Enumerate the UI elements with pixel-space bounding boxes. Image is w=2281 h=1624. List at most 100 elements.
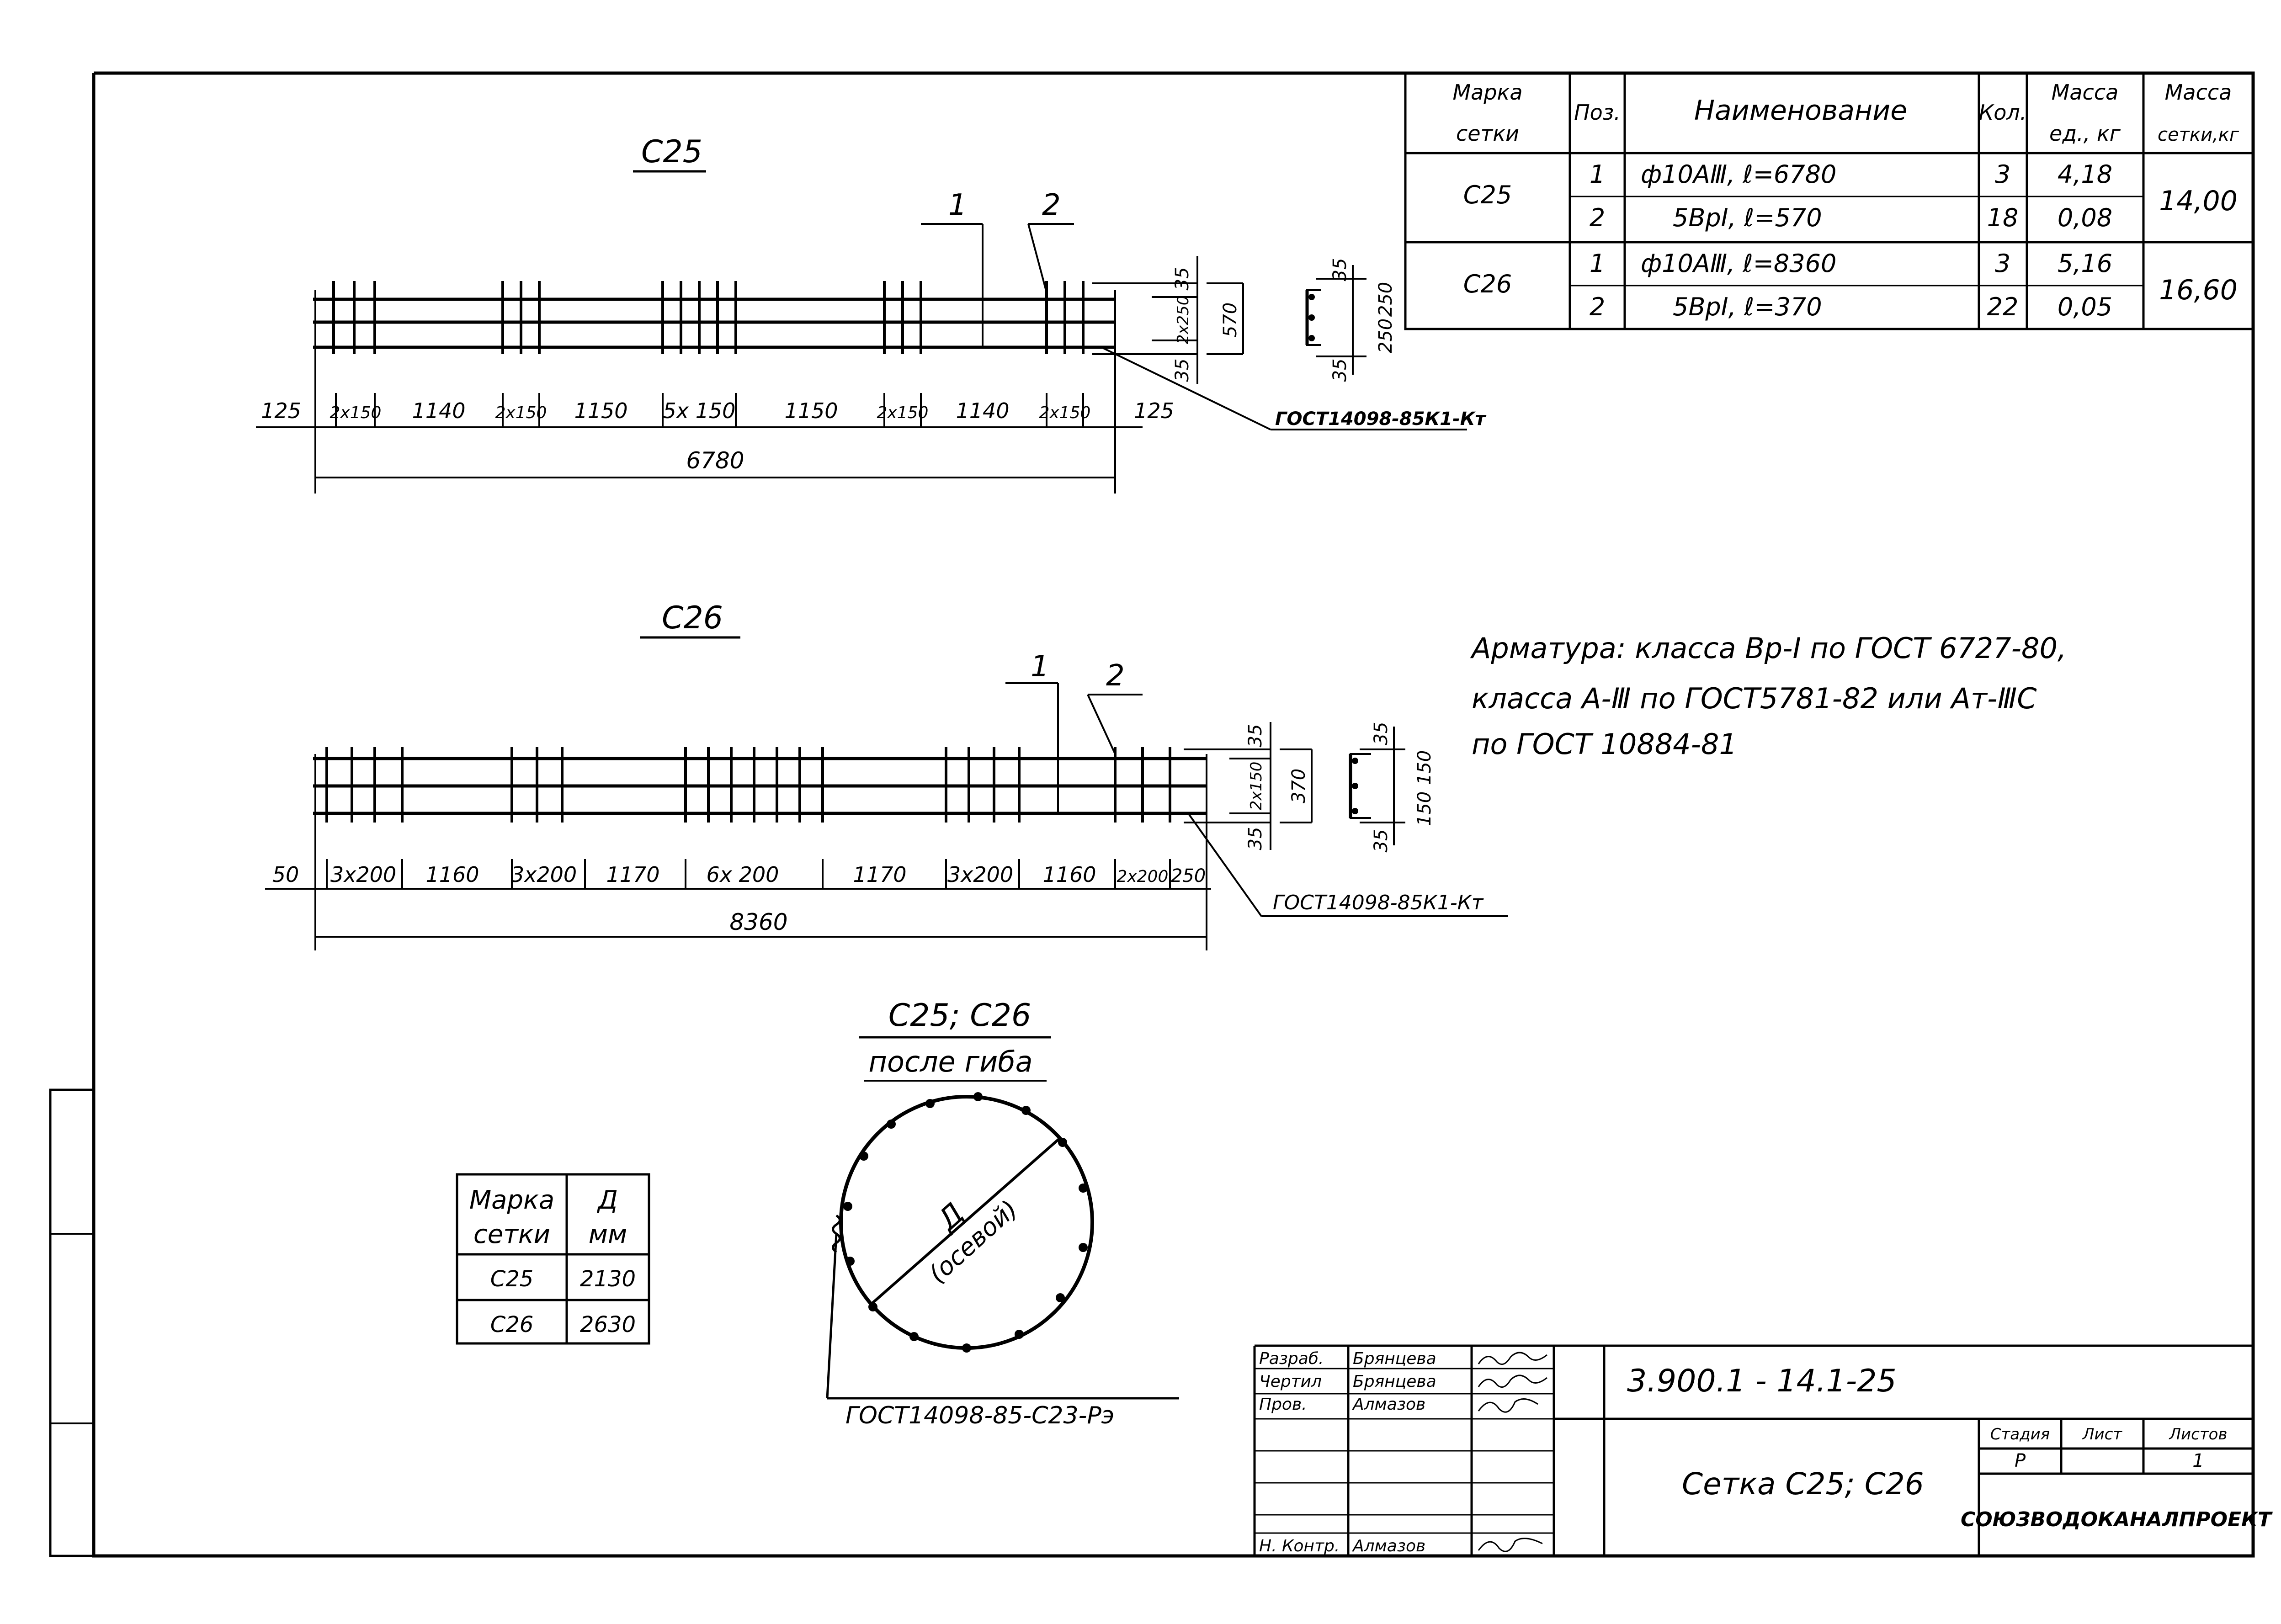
c26-section-dim: 35 — [1371, 829, 1392, 853]
diam-table-head-mark-1: Марка — [469, 1185, 554, 1215]
c26-dim: 6х 200 — [707, 862, 779, 887]
spec-table: Марка сетки Поз. Наименование Кол. Масса… — [1404, 72, 2254, 330]
tb-role: Чертил — [1259, 1372, 1322, 1391]
spec-unit-mass: 4,18 — [2058, 160, 2112, 189]
spec-pos: 1 — [1590, 249, 1605, 278]
c26-dim: 3х200 — [947, 862, 1013, 887]
tb-sheet-label: Лист — [2082, 1425, 2122, 1444]
spec-name: 5ВрI, ℓ=370 — [1673, 292, 1822, 321]
c25-mesh-view: С25 — [256, 134, 1487, 494]
spec-mark-c26: С26 — [1463, 270, 1512, 298]
c25-vdim: 35 — [1172, 359, 1193, 382]
diam-table-mark: С25 — [490, 1266, 534, 1292]
spec-header-name: Наименование — [1694, 95, 1907, 127]
spec-header-mesh-mass-2: сетки,кг — [2158, 124, 2239, 145]
c25-vdim: 2х250 — [1174, 296, 1192, 345]
spec-name: ф10АⅢ, ℓ=8360 — [1641, 249, 1836, 278]
diameter-table: Марка сетки Д мм С25 2130 С26 2630 — [456, 1173, 650, 1345]
note-line: по ГОСТ 10884-81 — [1472, 727, 1737, 761]
spec-pos: 2 — [1590, 292, 1605, 321]
c25-vdim: 570 — [1220, 303, 1241, 337]
spec-header-pos: Поз. — [1574, 100, 1621, 125]
spec-header-mark-1: Марка — [1452, 80, 1522, 105]
c25-title: С25 — [641, 134, 702, 170]
spec-mesh-mass-c26: 16,60 — [2159, 274, 2238, 306]
c26-section-dim: 150 — [1414, 791, 1435, 826]
spec-qty: 3 — [1995, 160, 2010, 189]
tb-name: Алмазов — [1352, 1537, 1425, 1555]
spec-qty: 22 — [1987, 292, 2019, 321]
c26-section-dim: 35 — [1371, 722, 1392, 745]
c26-title: С26 — [662, 600, 723, 636]
tb-role: Н. Контр. — [1259, 1537, 1340, 1555]
c26-dim: 3х200 — [511, 862, 577, 887]
c26-total: 8360 — [729, 909, 787, 935]
c25-section-dim: 250 — [1375, 282, 1396, 317]
c25-dim: 2х150 — [330, 403, 382, 422]
spec-header-mark-2: сетки — [1456, 121, 1519, 146]
c26-dim: 1160 — [1042, 862, 1096, 887]
signature-marks — [1478, 1352, 1547, 1552]
bent-mesh-view: С25; С26 после гиба ГОСТ1 — [826, 998, 1179, 1429]
c25-leader-2: 2 — [1042, 188, 1061, 222]
c25-dim: 1150 — [574, 398, 627, 423]
c25-dim: 125 — [1134, 398, 1174, 423]
bent-subtitle: после гиба — [868, 1045, 1032, 1078]
diam-table-mark: С26 — [490, 1312, 534, 1337]
c25-section-dim: 250 — [1375, 318, 1396, 353]
c25-dim: 1150 — [784, 398, 838, 423]
spec-unit-mass: 0,08 — [2058, 203, 2112, 232]
tb-name: Алмазов — [1352, 1395, 1425, 1414]
spec-header-unit-mass-2: ед., кг — [2049, 121, 2121, 146]
c25-total: 6780 — [686, 447, 744, 474]
diam-table-value: 2630 — [580, 1312, 636, 1337]
c26-mesh-view: С26 — [265, 600, 1508, 950]
spec-name: 5ВрI, ℓ=570 — [1673, 203, 1822, 232]
c26-dim: 1160 — [425, 862, 479, 887]
tb-stage: Р — [2015, 1450, 2026, 1471]
tb-sheets: 1 — [2192, 1450, 2204, 1471]
c26-leader-2: 2 — [1106, 659, 1125, 693]
bent-weld-note: ГОСТ14098-85-С23-Рэ — [845, 1402, 1114, 1429]
tb-drawing-name: Сетка С25; С26 — [1682, 1466, 1924, 1502]
c25-leader-1: 1 — [948, 188, 967, 222]
tb-stage-label: Стадия — [1990, 1425, 2050, 1444]
tb-org: СОЮЗВОДОКАНАЛПРОЕКТ — [1961, 1508, 2273, 1531]
reinforcement-notes: Арматура: класса Вр-I по ГОСТ 6727-80, к… — [1470, 632, 2067, 761]
c26-dim: 3х200 — [330, 862, 396, 887]
bent-title: С25; С26 — [888, 998, 1032, 1034]
tb-code: 3.900.1 - 14.1-25 — [1627, 1363, 1897, 1399]
title-block: Разраб. Чертил Пров. Н. Контр. Брянцева … — [1253, 1344, 2273, 1556]
c25-dim: 1140 — [956, 398, 1009, 423]
c25-dim: 125 — [261, 398, 301, 423]
c25-dim: 2х150 — [877, 403, 929, 422]
spec-pos: 1 — [1590, 160, 1605, 189]
c26-vdim: 370 — [1288, 769, 1309, 803]
spec-mesh-mass-c25: 14,00 — [2159, 185, 2238, 217]
c26-section-dim: 150 — [1414, 750, 1435, 785]
spec-mark-c25: С25 — [1463, 180, 1512, 209]
c26-dim: 1170 — [606, 862, 659, 887]
tb-role: Разраб. — [1259, 1349, 1324, 1368]
spec-name: ф10АⅢ, ℓ=6780 — [1641, 160, 1836, 189]
spec-unit-mass: 5,16 — [2058, 249, 2112, 278]
c25-dim: 2х150 — [495, 403, 547, 422]
tb-name: Брянцева — [1353, 1349, 1436, 1368]
tb-name: Брянцева — [1353, 1372, 1436, 1391]
c25-weld-note: ГОСТ14098-85К1-Кт — [1275, 409, 1487, 430]
c25-dim: 1140 — [412, 398, 465, 423]
c26-dim: 1170 — [853, 862, 906, 887]
spec-header-mesh-mass-1: Масса — [2165, 80, 2232, 105]
c26-weld-note: ГОСТ14098-85К1-Кт — [1273, 891, 1484, 914]
diam-table-head-d-1: Д — [596, 1185, 618, 1215]
c26-dim: 2х200 — [1117, 867, 1169, 886]
c26-vdim: 35 — [1245, 724, 1266, 748]
spec-qty: 3 — [1995, 249, 2010, 278]
c25-dim: 5х 150 — [663, 398, 736, 423]
note-line: класса А-Ⅲ по ГОСТ5781-82 или Ат-ⅢС — [1472, 682, 2037, 715]
c25-section-dim: 35 — [1329, 359, 1351, 382]
diam-table-head-mark-2: сетки — [473, 1220, 550, 1249]
diam-table-value: 2130 — [580, 1266, 636, 1292]
c25-vdim: 35 — [1172, 267, 1193, 291]
